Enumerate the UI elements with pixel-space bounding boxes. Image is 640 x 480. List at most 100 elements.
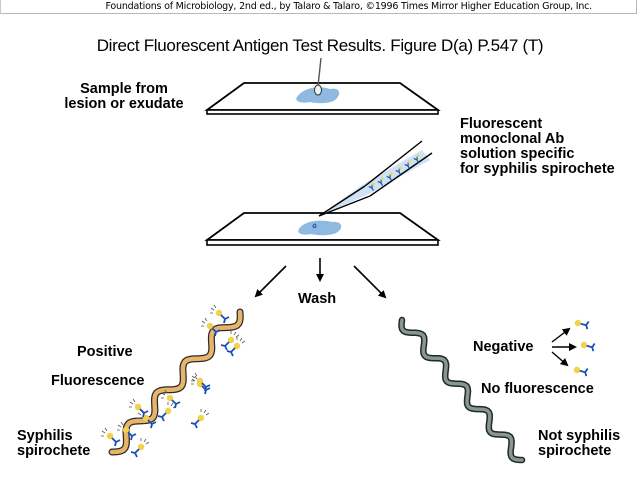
antibody-icon <box>377 177 384 186</box>
antibody-icon <box>413 154 420 163</box>
copyright-text: Foundations of Microbiology, 2nd ed., by… <box>105 1 593 12</box>
antibody-icon <box>395 166 402 175</box>
wash-label: Wash <box>298 291 337 307</box>
fluorescent-antibody-icon <box>137 409 157 429</box>
fluorophore <box>580 341 588 349</box>
fluorophore <box>137 443 145 451</box>
fluorescent-antibody-icon <box>210 304 230 324</box>
sample-label-line-2: lesion or exudate <box>64 96 184 112</box>
glow-rays <box>191 372 198 382</box>
sample-label-line-1: Sample from <box>80 81 168 97</box>
pipette-outline <box>318 195 371 217</box>
slide-edge <box>206 239 439 246</box>
glow-rays <box>236 337 246 344</box>
fluorescent-antibody-icon <box>220 331 240 351</box>
fluorescent-antibody-icon <box>580 341 596 352</box>
fluorescent-antibody-icon <box>101 427 121 447</box>
antibody-shape <box>226 347 236 357</box>
fluorophore <box>227 336 235 344</box>
antibody-label-line-3: solution specific <box>460 146 575 162</box>
antibody-shape <box>579 367 589 377</box>
no-fluorescence-label: No fluorescence <box>481 381 594 397</box>
glow-rays <box>117 421 124 431</box>
antibody-label-line-2: monoclonal Ab <box>460 131 565 147</box>
fluorophore <box>206 322 214 330</box>
sample-fluid <box>298 220 342 236</box>
fluorophore <box>106 432 114 440</box>
antibody-shape <box>171 399 181 409</box>
glow-rays <box>140 438 150 445</box>
glow-rays <box>161 389 168 399</box>
pipette-antibodies <box>368 154 420 191</box>
spirochete-outline <box>108 308 244 456</box>
antibody-shape <box>211 327 221 337</box>
antibody-shape <box>580 320 590 330</box>
free-antibodies <box>551 319 596 377</box>
positive-label: Positive <box>77 344 133 360</box>
fluorescence-label: Fluorescence <box>51 373 145 389</box>
pipette-outline <box>369 152 433 197</box>
glow-rays <box>101 427 108 437</box>
not-syphilis-label-line-1: Not syphilis <box>538 428 621 444</box>
spirochete-body <box>109 309 243 455</box>
fluorophore <box>142 414 150 422</box>
swab-tip <box>314 84 322 96</box>
fluorescent-antibody-icon <box>574 319 590 330</box>
swab-stick <box>317 57 322 87</box>
antibody-shape <box>111 437 121 447</box>
fluorophore <box>215 309 223 317</box>
positive-spirochete <box>101 304 246 458</box>
glow-rays <box>210 304 217 314</box>
negative-label: Negative <box>473 339 534 355</box>
antibody-label-line-4: for syphilis spirochete <box>460 161 615 177</box>
negative-spirochete <box>398 316 526 464</box>
spirochete-body <box>399 318 524 462</box>
antibody-shape <box>586 342 596 352</box>
arrow-ab-1 <box>551 327 571 343</box>
fluorescent-antibody-icon <box>117 421 137 441</box>
antibody-shape <box>147 419 157 429</box>
fluorophore <box>574 319 582 327</box>
pipette-outline <box>318 185 366 217</box>
pipette-outline <box>364 140 423 187</box>
fluorescent-antibody-icon <box>157 402 177 422</box>
antibody-shape <box>220 314 230 324</box>
not-syphilis-label: Not syphilis spirochete <box>538 429 620 459</box>
glow-rays <box>230 331 240 338</box>
antibody-shape <box>190 419 200 429</box>
antibody-icon <box>386 172 393 181</box>
drop-icon <box>312 223 317 228</box>
glow-rays <box>200 409 210 416</box>
antibody-shape <box>130 448 140 458</box>
glow-rays <box>129 398 136 408</box>
fluorescent-antibody-icon <box>191 372 211 392</box>
fluorescent-antibody-icon <box>573 366 589 377</box>
glow-rays <box>191 375 198 385</box>
sample-label: Sample from lesion or exudate <box>44 82 204 112</box>
fluorophore <box>164 407 172 415</box>
figure-title: Direct Fluorescent Antigen Test Results.… <box>96 36 544 55</box>
glow-rays <box>201 317 208 327</box>
not-syphilis-label-line-2: spirochete <box>538 443 612 459</box>
antibody-label: Fluorescent monoclonal Ab solution speci… <box>460 117 615 177</box>
antibody-slide <box>204 140 441 246</box>
fluorophore <box>196 377 204 385</box>
fluorescent-antibody-icon <box>201 317 221 337</box>
arrow-ab-3 <box>551 351 569 367</box>
antibody-shape <box>201 382 211 392</box>
pipette-solution <box>319 150 430 216</box>
fluorescent-antibody-icon <box>129 398 149 418</box>
antibody-shape <box>157 412 167 422</box>
syphilis-label-line-1: Syphilis <box>17 428 73 444</box>
sample-slide <box>204 57 441 115</box>
fluorophore <box>197 414 205 422</box>
antibody-shape <box>127 431 137 441</box>
bound-antibodies <box>101 304 246 458</box>
antibody-icon <box>368 182 375 191</box>
fluorophore <box>573 366 581 374</box>
fluorescent-antibody-icon <box>190 409 210 429</box>
antibody-icon <box>404 160 411 169</box>
fluorescent-antibody-icon <box>130 438 150 458</box>
fluorescent-antibody-icon <box>226 337 246 357</box>
syphilis-label-line-2: spirochete <box>17 443 91 459</box>
